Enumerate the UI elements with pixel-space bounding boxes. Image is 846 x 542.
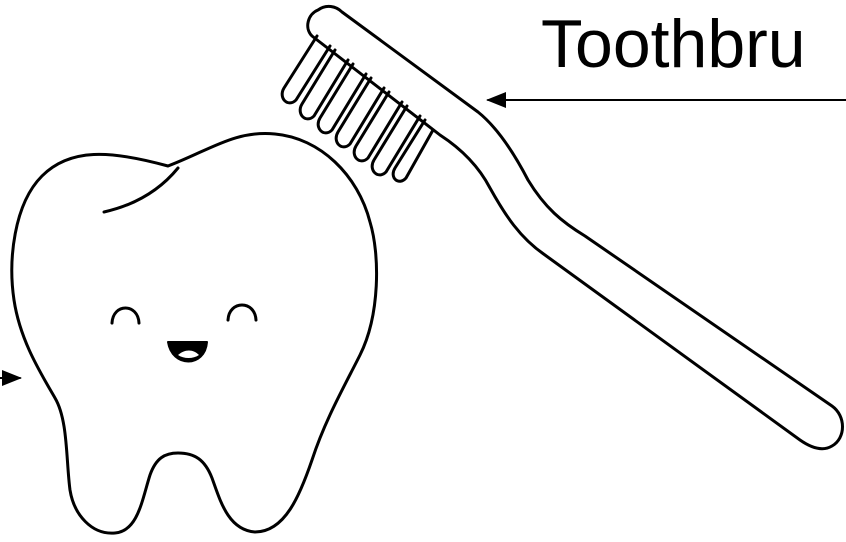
tooth bbox=[12, 133, 377, 533]
toothbrush-label: Toothbru bbox=[541, 10, 806, 78]
toothbrush-bristles bbox=[282, 36, 433, 181]
tooth-outline bbox=[12, 133, 377, 533]
right-eye bbox=[228, 305, 256, 320]
left-eye bbox=[112, 308, 139, 323]
tooth-crown-crease bbox=[104, 168, 178, 212]
